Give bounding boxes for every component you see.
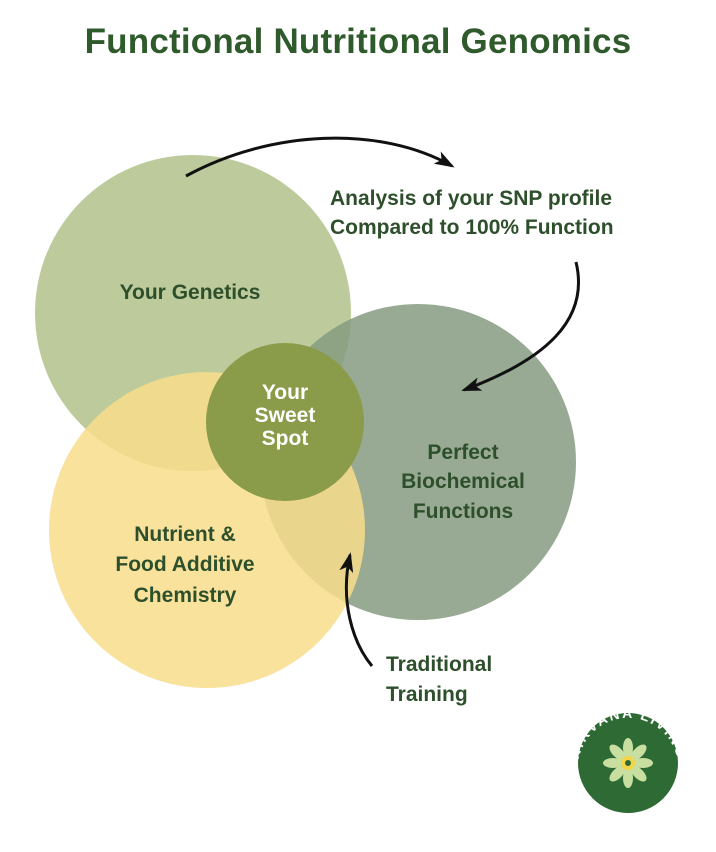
sweet-spot-circle (206, 343, 364, 501)
analysis-line-2: Compared to 100% Function (330, 216, 614, 240)
analysis-line-1: Analysis of your SNP profile (330, 187, 613, 210)
training-line-2: Training (386, 683, 468, 707)
training-annotation: Traditional Training (386, 650, 586, 711)
genetics-label: Your Genetics (70, 280, 310, 307)
nutrient-line-2: Food Additive (115, 553, 255, 577)
biochemical-label: Perfect Biochemical Functions (368, 438, 558, 526)
page-title: Functional Nutritional Genomics (84, 22, 632, 61)
right-arrow (461, 261, 581, 392)
sweet-spot-line-3: Spot (261, 427, 309, 451)
sweet-spot-line-1: Your (261, 381, 309, 404)
genetics-label-line: Your Genetics (119, 281, 261, 304)
training-line-1: Traditional (386, 653, 493, 676)
analysis-annotation: Analysis of your SNP profile Compared to… (330, 184, 700, 243)
top-arrow (185, 136, 455, 178)
sweet-spot-label: Your Sweet Spot (222, 381, 348, 450)
nutrient-line-3: Chemistry (133, 583, 237, 607)
sweet-spot-line-2: Sweet (254, 404, 316, 428)
biochemical-line-3: Functions (412, 499, 514, 523)
nutrient-label: Nutrient & Food Additive Chemistry (70, 520, 300, 611)
biochemical-line-1: Perfect (427, 441, 499, 464)
biochemical-line-2: Biochemical (401, 470, 525, 494)
nutrient-line-1: Nutrient & (134, 523, 236, 546)
training-arrow (339, 552, 374, 667)
nirvana-living-logo: NIRVANA LIVING (566, 705, 688, 813)
lotus-flower-icon (603, 738, 653, 788)
